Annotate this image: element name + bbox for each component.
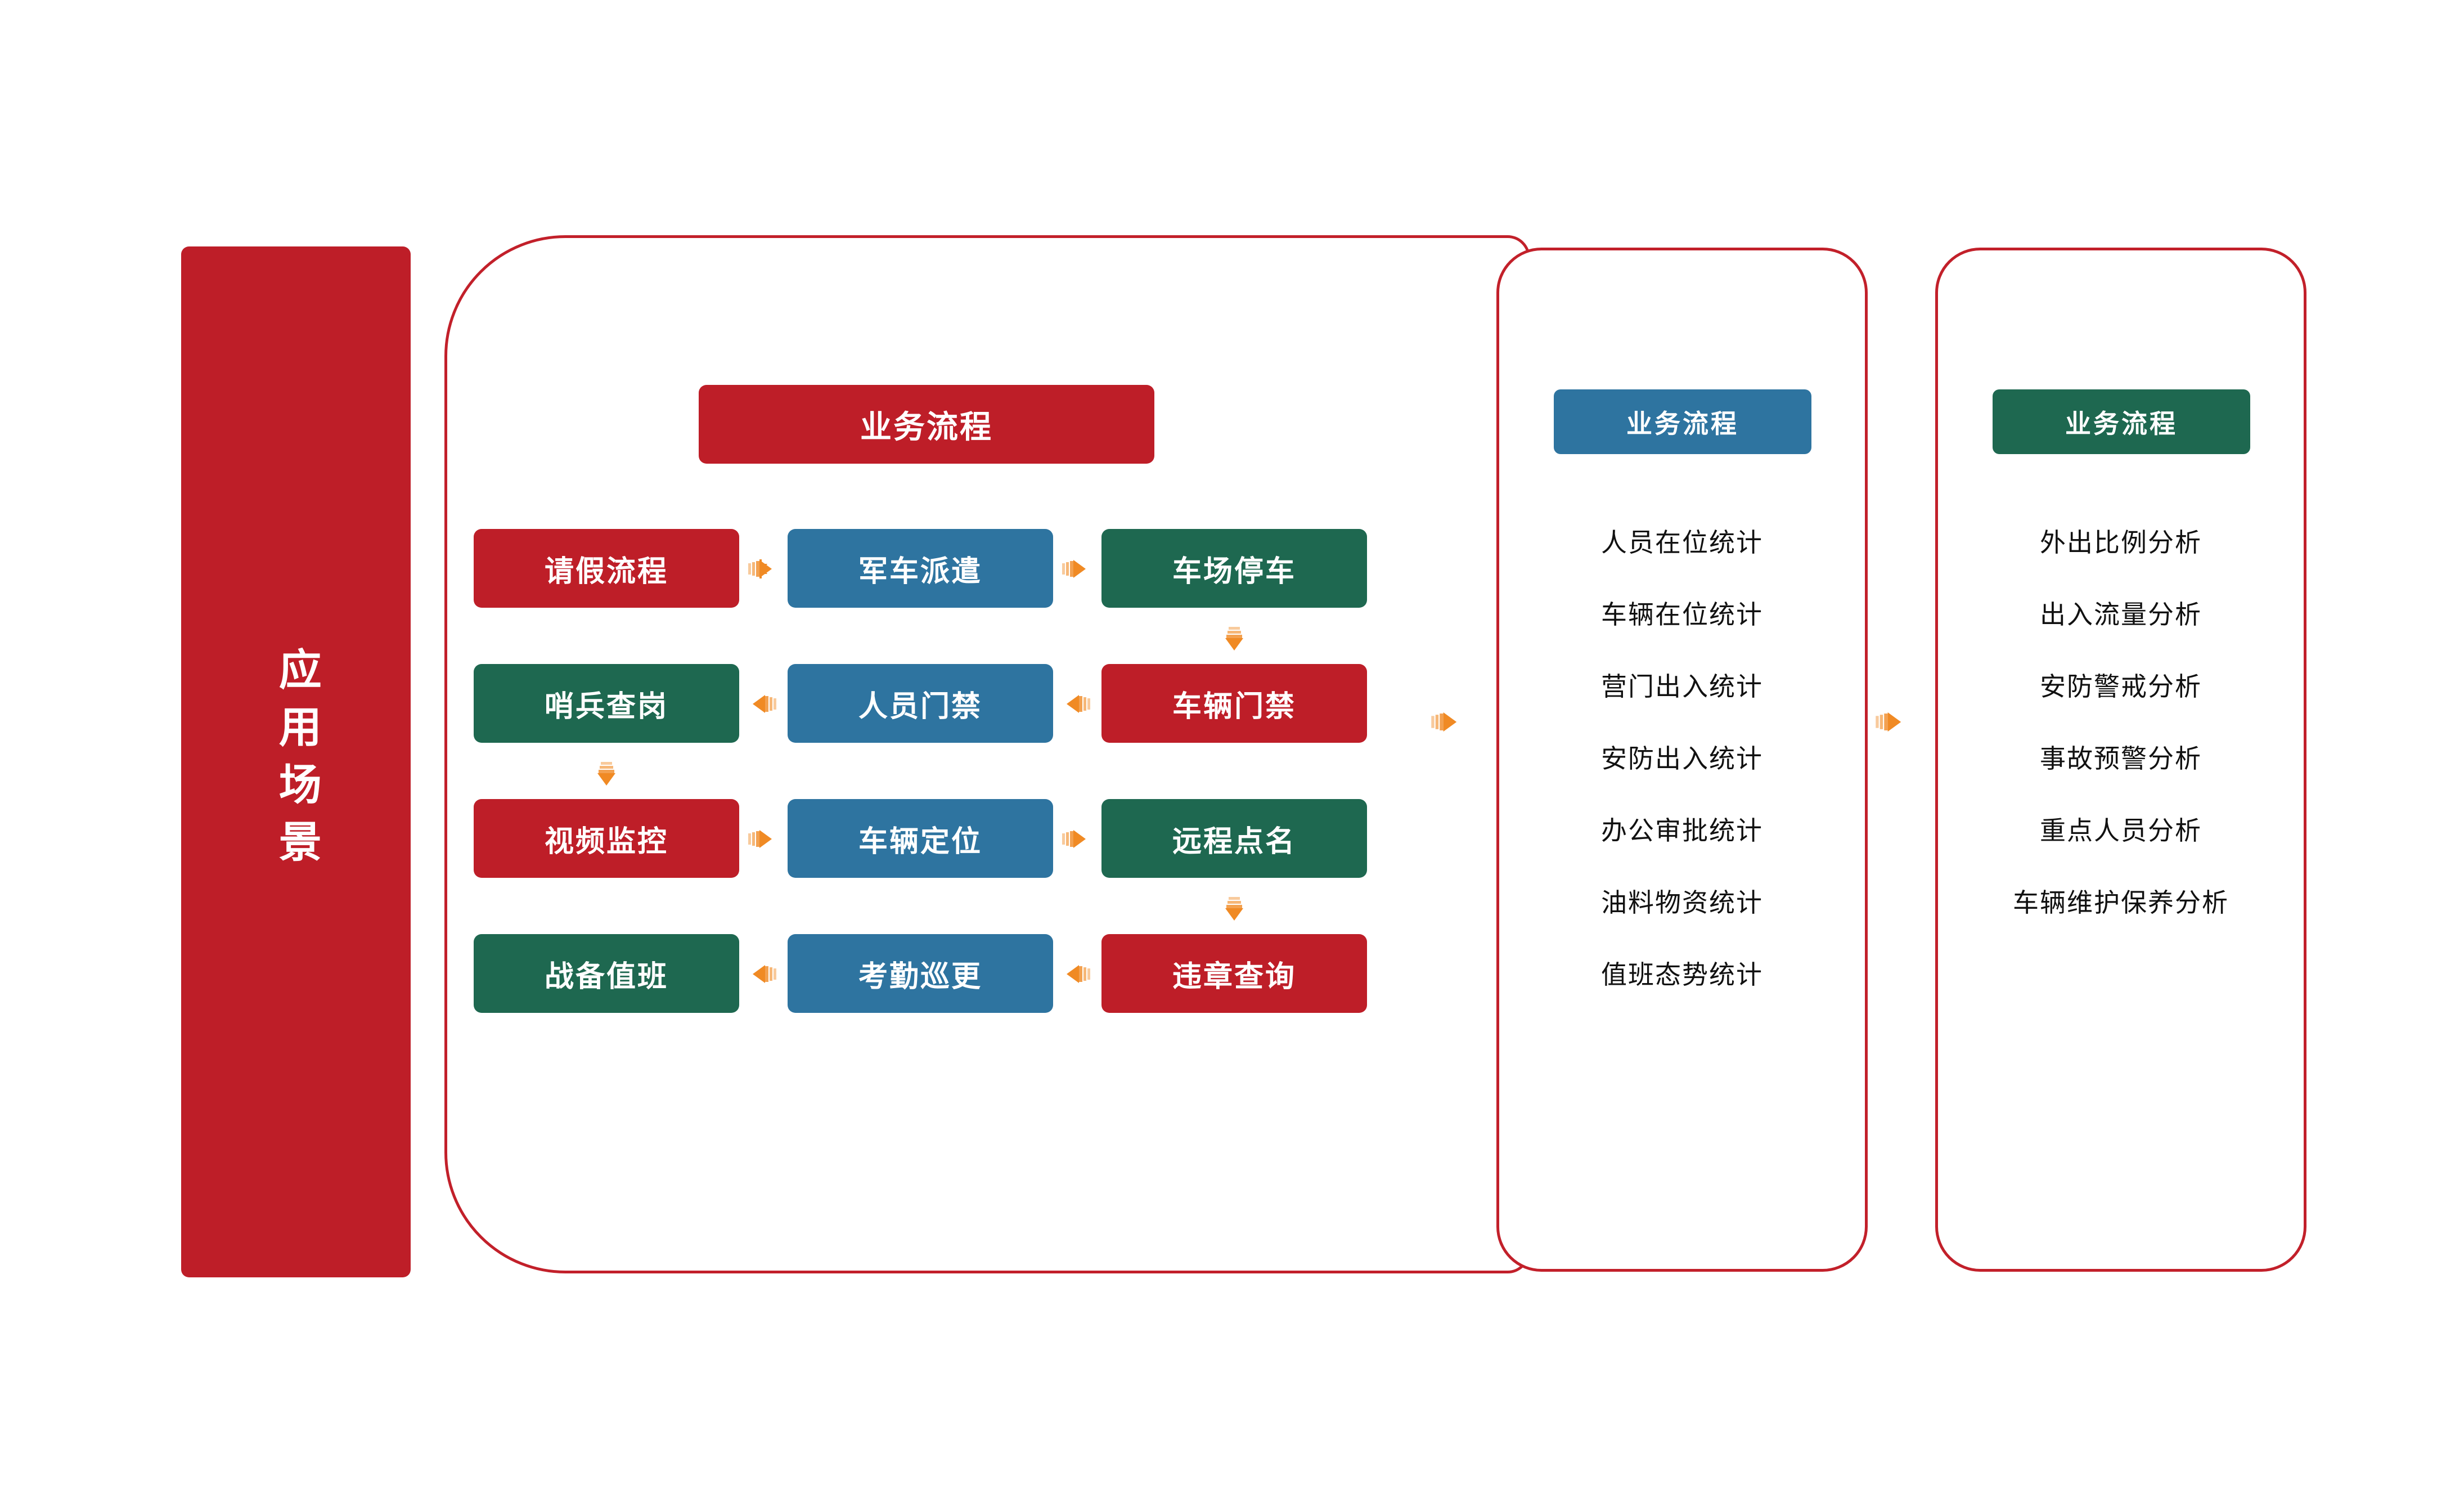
list-item: 安防出入统计 [1601,744,1763,773]
flow-box-leave-process[interactable]: 请假流程 [474,529,739,608]
list-item: 外出比例分析 [2040,528,2202,557]
arrow-down-icon [1218,625,1251,657]
arrow-right-icon [746,553,779,585]
flow-box-personnel-access-control[interactable]: 人员门禁 [788,664,1053,743]
list-item: 车辆在位统计 [1601,600,1763,629]
statistics-item-list: 人员在位统计 车辆在位统计 营门出入统计 安防出入统计 办公审批统计 油料物资统… [1496,506,1868,1011]
list-item: 安防警戒分析 [2040,672,2202,701]
flow-box-video-surveillance[interactable]: 视频监控 [474,799,739,878]
list-item: 出入流量分析 [2040,600,2202,629]
list-item: 办公审批统计 [1601,816,1763,845]
list-item: 重点人员分析 [2040,816,2202,845]
flow-box-parking-lot[interactable]: 车场停车 [1101,529,1367,608]
analysis-item-list: 外出比例分析 出入流量分析 安防警戒分析 事故预警分析 重点人员分析 车辆维护保… [1935,506,2306,939]
arrow-right-icon [1873,705,1908,739]
flow-box-sentry-check[interactable]: 哨兵查岗 [474,664,739,743]
arrow-right-icon [1060,823,1092,855]
flow-box-combat-readiness-duty[interactable]: 战备值班 [474,934,739,1013]
flow-box-vehicle-access-control[interactable]: 车辆门禁 [1101,664,1367,743]
list-item: 事故预警分析 [2040,744,2202,773]
arrow-left-icon [1060,958,1092,990]
statistics-panel-header: 业务流程 [1554,389,1811,454]
application-scenario-banner: 应用场景 [181,246,411,1277]
arrow-left-icon [746,688,779,720]
analysis-panel-header: 业务流程 [1993,389,2250,454]
flow-box-vehicle-positioning[interactable]: 车辆定位 [788,799,1053,878]
list-item: 油料物资统计 [1601,888,1763,917]
arrow-right-icon [1429,705,1464,739]
list-item: 人员在位统计 [1601,528,1763,557]
arrow-right-icon [746,823,779,855]
arrow-left-icon [1060,688,1092,720]
list-item: 车辆维护保养分析 [2013,888,2229,917]
arrow-down-icon [590,760,623,792]
flow-box-remote-roll-call[interactable]: 远程点名 [1101,799,1367,878]
list-item: 营门出入统计 [1601,672,1763,701]
arrow-down-icon [1218,895,1251,927]
arrow-right-icon [1060,553,1092,585]
arrow-left-icon [746,958,779,990]
list-item: 值班态势统计 [1601,960,1763,989]
flow-box-violation-query[interactable]: 违章查询 [1101,934,1367,1013]
business-flow-title: 业务流程 [699,385,1154,464]
application-scenario-label: 应用场景 [272,647,320,877]
flow-box-attendance-patrol[interactable]: 考勤巡更 [788,934,1053,1013]
flow-box-military-vehicle-dispatch[interactable]: 军车派遣 [788,529,1053,608]
